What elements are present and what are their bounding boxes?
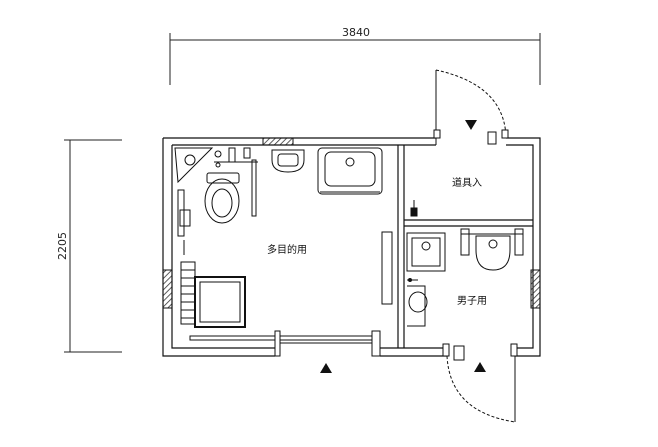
room-label-storage: 道具入: [452, 176, 482, 189]
height-dimension-label: 2205: [56, 232, 69, 260]
storage-entry-arrow: [465, 120, 477, 130]
width-dimension-label: 3840: [342, 26, 370, 39]
sliding-door[interactable]: [189, 330, 381, 357]
fixtures-storage: [410, 200, 418, 217]
right-window: [530, 269, 541, 309]
mens-door[interactable]: [442, 343, 518, 423]
outer-walls: [162, 137, 541, 357]
width-dimension: [169, 33, 541, 85]
main-entry-arrow: [320, 363, 332, 373]
room-label-mens: 男子用: [457, 295, 487, 307]
mens-entry-arrow: [474, 362, 486, 372]
room-label-multipurpose: 多目的用: [267, 243, 307, 256]
height-dimension: [64, 139, 122, 353]
partitions: [397, 145, 533, 348]
storage-door[interactable]: [433, 69, 509, 145]
fixtures-mens: [406, 228, 524, 327]
top-window: [262, 137, 294, 146]
left-window: [162, 269, 173, 309]
fixtures-multipurpose: [174, 147, 393, 328]
